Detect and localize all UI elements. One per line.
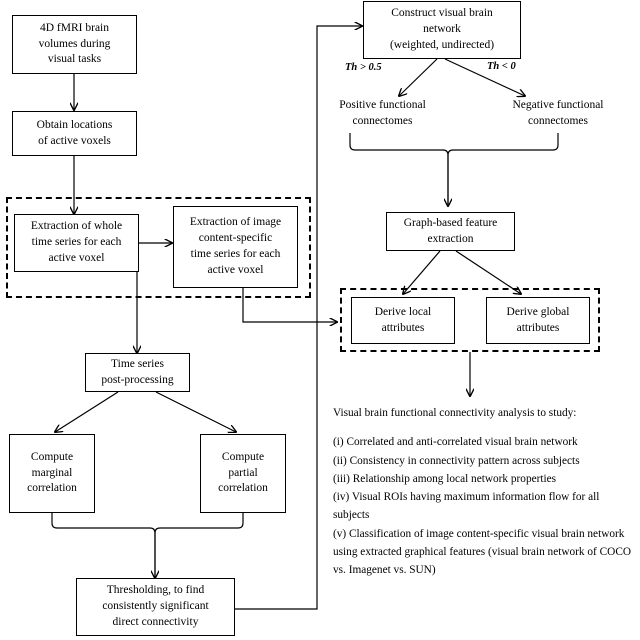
analysis-heading: Visual brain functional connectivity ana… — [333, 407, 577, 419]
edge-construct-to-positive — [399, 58, 438, 96]
analysis-item: (iii) Relationship among local network p… — [333, 472, 557, 485]
analysis-panel: Visual brain functional connectivity ana… — [333, 404, 637, 580]
edge-marginal-to-threshold — [51, 513, 155, 578]
analysis-item-list: (i) Correlated and anti-correlated visua… — [333, 433, 637, 579]
analysis-item: (iv) Visual ROIs having maximum informat… — [333, 491, 600, 522]
analysis-item: (i) Correlated and anti-correlated visua… — [333, 436, 578, 449]
edge-label-threshold-positive: Th > 0.5 — [345, 62, 382, 73]
analysis-item: (v) Classification of image content-spec… — [333, 527, 632, 577]
edge-partial-to-threshold — [154, 513, 244, 578]
edge-postproc-to-marginal — [55, 391, 119, 432]
edge-label-threshold-negative: Th < 0 — [487, 61, 516, 72]
edge-postproc-to-partial — [155, 391, 236, 432]
analysis-item: (ii) Consistency in connectivity pattern… — [333, 454, 580, 467]
edge-positive-to-graph — [349, 133, 448, 206]
edge-negative-to-graph — [447, 133, 559, 206]
